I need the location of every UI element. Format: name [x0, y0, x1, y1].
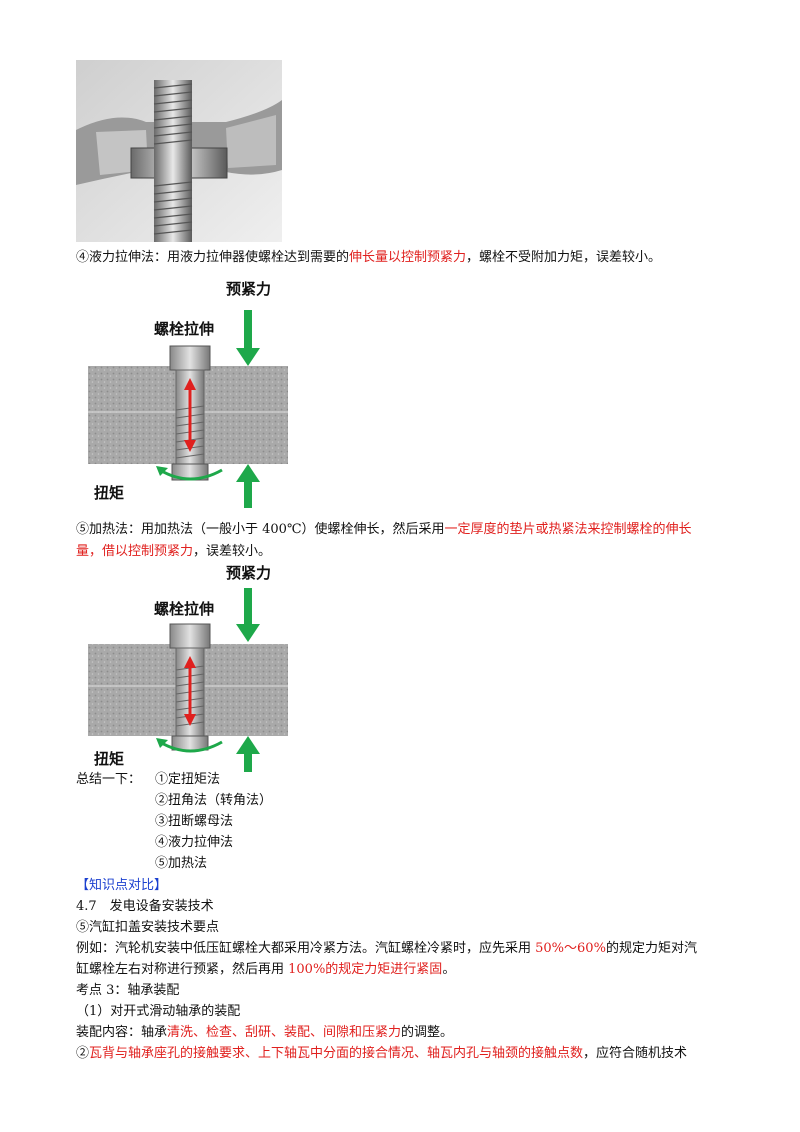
summary-item-3: ③扭断螺母法	[155, 814, 234, 829]
bolt-diagram-graphic-2	[76, 562, 298, 772]
item1-heading: （1）对开式滑动轴承的装配	[76, 1004, 241, 1019]
kaodian-heading: 考点 3：轴承装配	[76, 983, 180, 998]
method5-text-line1: ⑤加热法：用加热法（一般小于 400℃）使螺栓伸长，然后采用一定厚度的垫片或热紧…	[76, 522, 692, 537]
preload-label: 预紧力	[226, 280, 272, 298]
stretch-label-2: 螺栓拉伸	[154, 600, 215, 618]
bolt-stretch-diagram-2: 预紧力 螺栓拉伸 扭矩	[76, 562, 298, 772]
summary-item-5: ⑤加热法	[155, 856, 208, 871]
summary-label: 总结一下：	[76, 772, 142, 787]
section-title: 4.7 发电设备安装技术	[76, 899, 214, 914]
example-line2: 缸螺栓左右对称进行预紧，然后再用 100%的规定力矩进行紧固。	[76, 962, 456, 977]
knowledge-compare-tag: 【知识点对比】	[76, 878, 168, 893]
stretch-label: 螺栓拉伸	[154, 320, 215, 338]
preload-label-2: 预紧力	[226, 564, 272, 582]
torque-label: 扭矩	[94, 484, 125, 502]
summary-item-1: ①定扭矩法	[155, 772, 221, 787]
assembly-content: 装配内容：轴承清洗、检查、刮研、装配、间隙和压紧力的调整。	[76, 1025, 454, 1040]
summary-item-2: ②扭角法（转角法）	[155, 793, 273, 808]
summary-item-4: ④液力拉伸法	[155, 835, 234, 850]
sub-title: ⑤汽缸扣盖安装技术要点	[76, 920, 220, 935]
torque-label-2: 扭矩	[94, 750, 125, 768]
example-line1: 例如：汽轮机安装中低压缸螺栓大都采用冷紧方法。汽缸螺栓冷紧时，应先采用 50%～…	[76, 941, 697, 956]
wrench-bolt-photo	[76, 60, 282, 242]
bolt-diagram-graphic	[76, 270, 298, 508]
item2-text: ②瓦背与轴承座孔的接触要求、上下轴瓦中分面的接合情况、轴瓦内孔与轴颈的接触点数，…	[76, 1046, 688, 1061]
method5-text-line2: 量，借以控制预紧力，误差较小。	[76, 544, 272, 559]
bolt-stretch-diagram-1: 预紧力 螺栓拉伸 扭矩	[76, 270, 298, 508]
method4-text: ④液力拉伸法：用液力拉伸器使螺栓达到需要的伸长量以控制预紧力，螺栓不受附加力矩，…	[76, 250, 662, 265]
